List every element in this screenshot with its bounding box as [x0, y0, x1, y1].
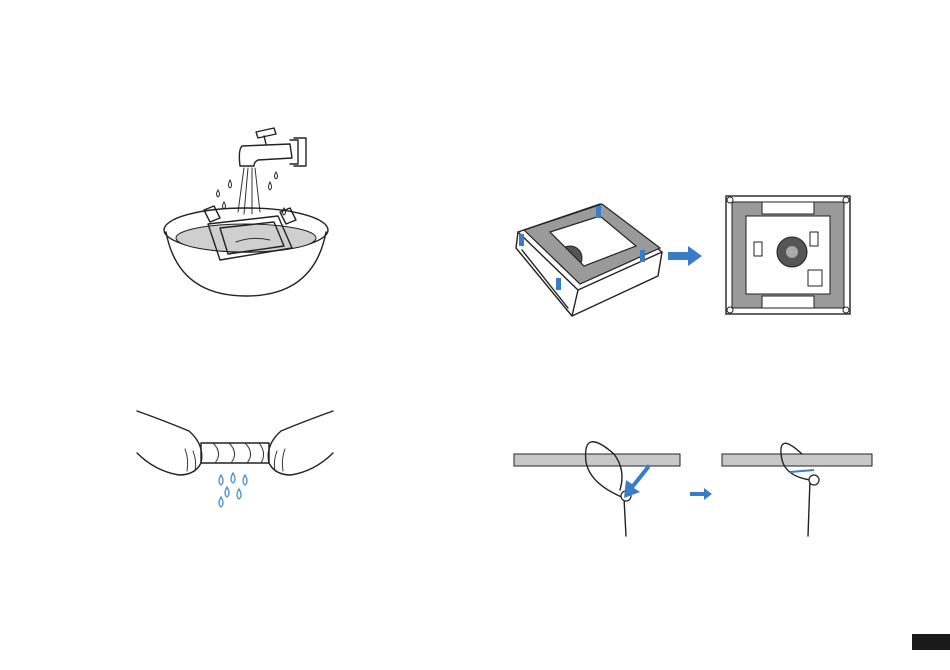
figure-wring-pad — [135, 405, 335, 515]
robot-front-view — [726, 196, 850, 314]
faucet-icon — [239, 128, 306, 166]
page-tab — [912, 634, 950, 650]
cleaning-pad-icon — [524, 204, 660, 284]
twisted-pad-icon — [201, 443, 269, 463]
water-stream — [238, 168, 260, 214]
figure-wash-pad — [158, 120, 333, 300]
figure-attach-pad — [510, 192, 865, 322]
blue-arrow-icon — [668, 246, 702, 266]
blue-arrow-icon — [624, 464, 712, 500]
water-drops-icon — [219, 473, 247, 507]
figure-tie-rope — [514, 440, 874, 540]
bar-icon — [514, 454, 872, 466]
